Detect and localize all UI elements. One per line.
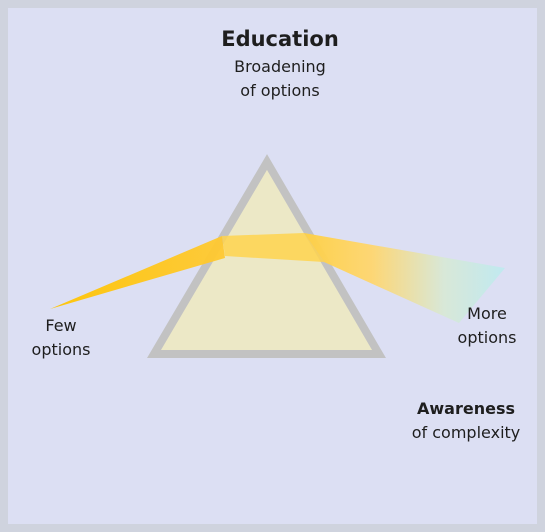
education-subtitle-line2: of options [240,81,319,100]
refracted-beam-inside-prism [222,233,324,262]
more-options-line1: More [467,304,507,323]
few-options-line2: options [32,340,91,359]
awareness-title: Awareness [417,399,515,418]
few-options-line1: Few [45,316,76,335]
more-options-line2: options [458,328,517,347]
incoming-light-beam [50,236,225,309]
outgoing-spectrum-beam [304,233,505,323]
education-title: Education [221,27,339,51]
education-subtitle-line1: Broadening [234,57,326,76]
awareness-subtitle: of complexity [412,423,521,442]
